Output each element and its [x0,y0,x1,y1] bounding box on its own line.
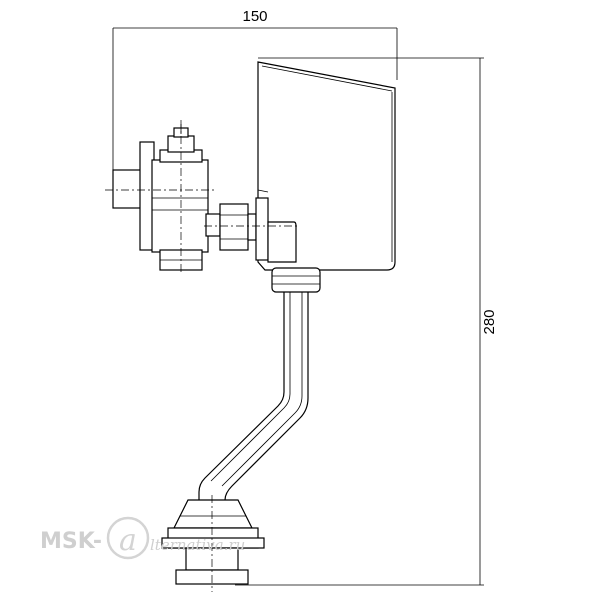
width-dimension-label: 150 [242,8,267,25]
outlet-union [271,267,321,293]
watermark-at-logo: a [106,516,150,560]
spud-connector [161,495,265,592]
width-dimension: 150 [112,8,398,175]
watermark-site: lternativa.ru [150,536,245,554]
flush-pipe [198,292,309,501]
height-dimension-label: 280 [481,309,498,334]
shutoff-valve [105,120,215,275]
watermark-brand: MSK- [40,529,102,554]
connector-fittings [204,197,300,263]
watermark: MSK- a lternativa.ru [40,516,245,560]
height-dimension: 280 [235,57,498,586]
svg-text:a: a [119,523,137,558]
sensor-housing [257,61,396,271]
